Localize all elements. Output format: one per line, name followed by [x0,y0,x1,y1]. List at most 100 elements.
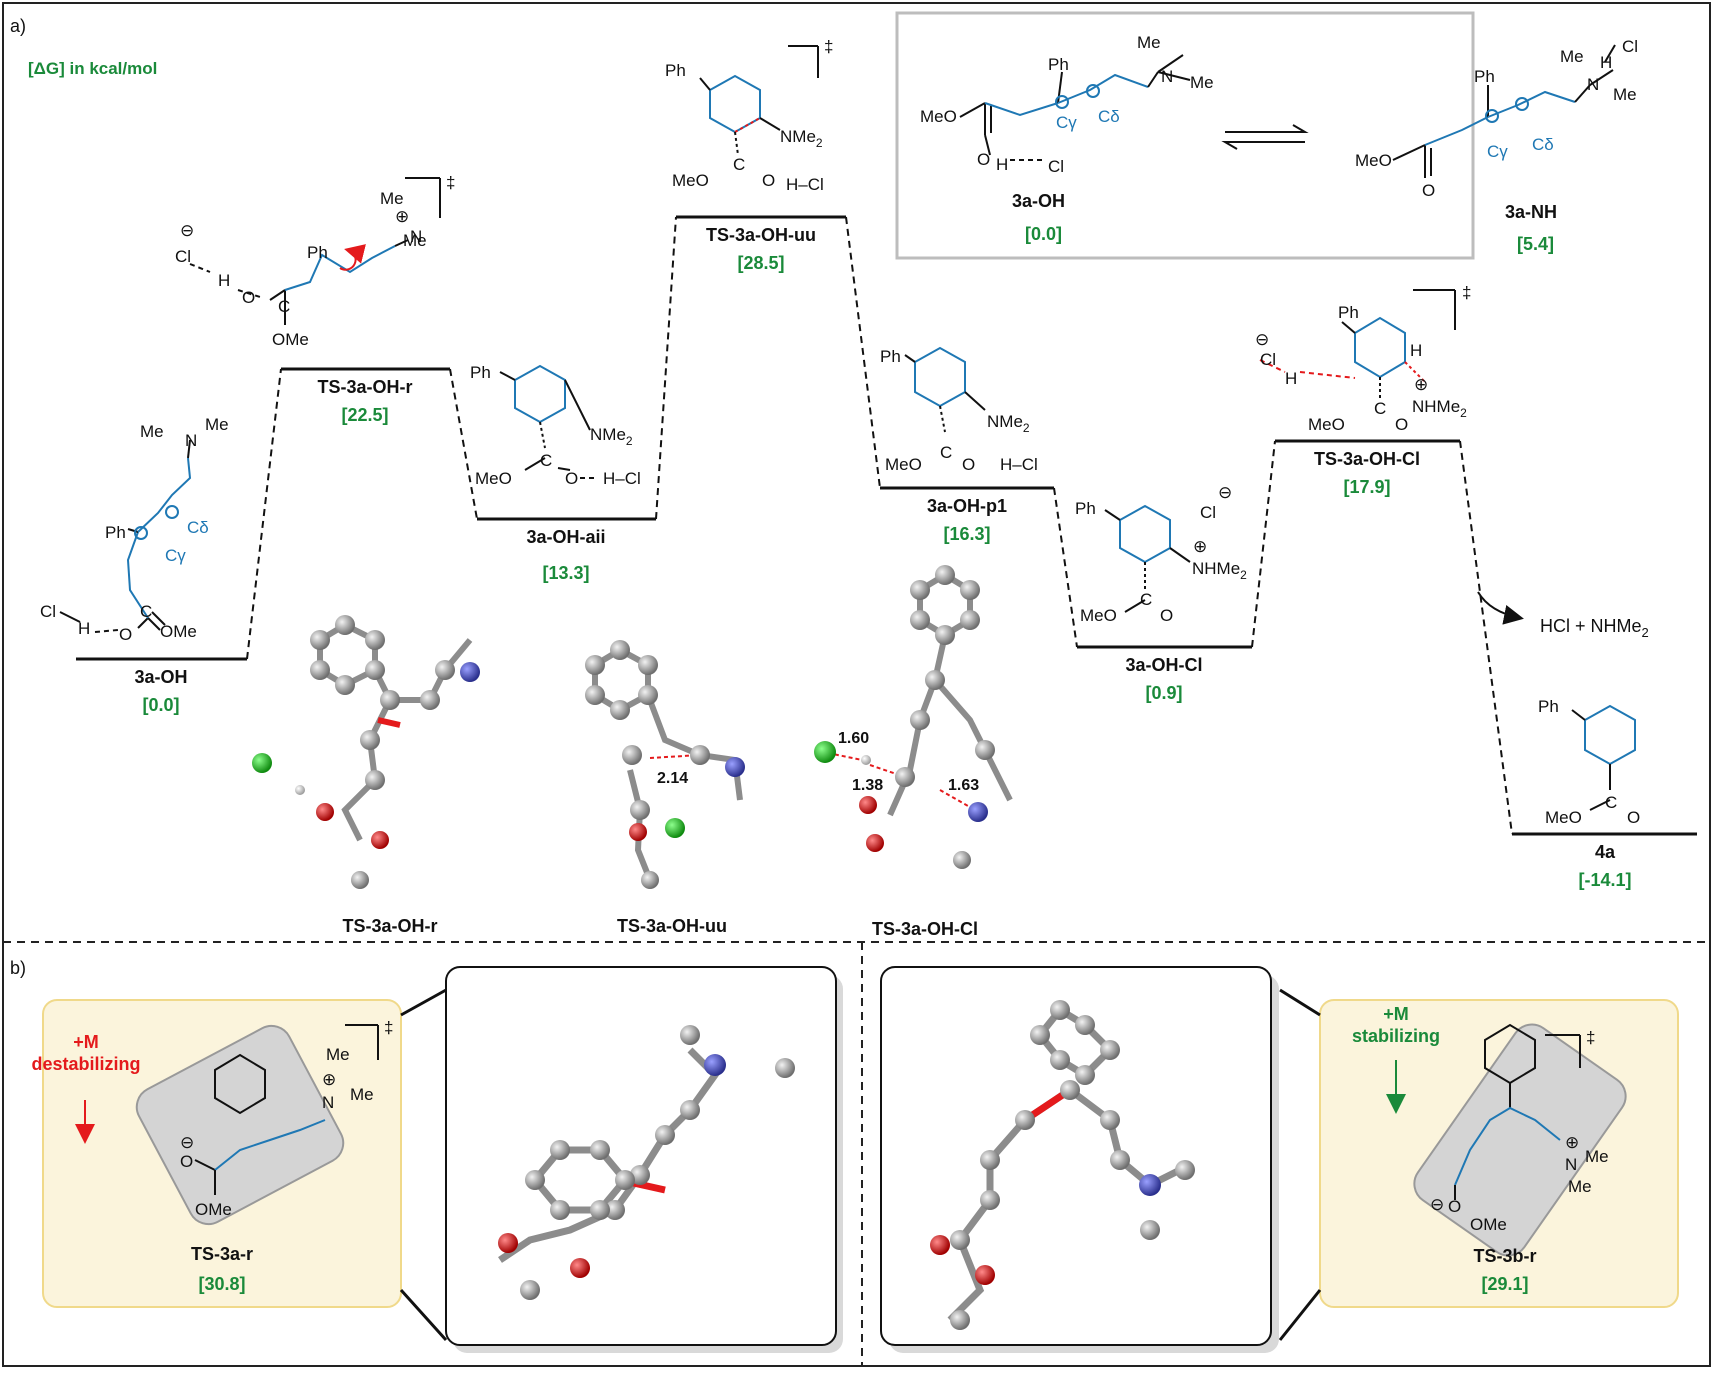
svg-text:3a-OH-Cl: 3a-OH-Cl [1125,655,1202,675]
svg-text:Ph: Ph [1338,303,1359,322]
equilibrium-box [895,11,1475,260]
box-left-name: 3a-OH [1012,191,1065,211]
svg-text:C: C [278,297,290,316]
equilibrium-arrows [1221,124,1309,150]
svg-text:4a: 4a [1595,842,1616,862]
byproduct-arrow [1477,591,1524,625]
svg-text:N: N [1587,75,1599,94]
svg-text:Me: Me [403,231,427,250]
labels-4a: Ph MeO C O [1538,697,1640,827]
structure-ts-3b-r: ⊖ O OMe ⊕ N Me Me ‡ +M stabilizing TS-3b… [1352,1004,1627,1294]
structure-3a-oh-aii [499,364,595,479]
svg-text:Cl: Cl [1200,503,1216,522]
label-nme2: NMe2 [590,425,633,448]
svg-text:MeO: MeO [920,107,957,126]
svg-text:[-14.1]: [-14.1] [1578,870,1631,890]
svg-text:⊖: ⊖ [1430,1195,1444,1214]
svg-text:Cγ: Cγ [1487,142,1508,161]
svg-text:‡: ‡ [1586,1028,1595,1047]
svg-text:Me: Me [1585,1147,1609,1166]
svg-text:‡: ‡ [446,173,455,192]
svg-text:Me: Me [1568,1177,1592,1196]
state-labels: 3a-OH [0.0] TS-3a-OH-r [22.5] 3a-OH-aii … [134,225,1631,890]
svg-text:MeO: MeO [1080,606,1117,625]
svg-text:[0.9]: [0.9] [1145,683,1182,703]
svg-text:Ph: Ph [1474,67,1495,86]
svg-text:[13.3]: [13.3] [542,563,589,583]
svg-text:H: H [1600,53,1612,72]
structure-3a-nh-box [1392,44,1616,178]
svg-text:⊕: ⊕ [322,1070,336,1089]
svg-text:Cl: Cl [40,602,56,621]
svg-text:[28.5]: [28.5] [737,253,784,273]
svg-text:Cγ: Cγ [165,546,186,565]
svg-text:O: O [1627,808,1640,827]
structure-3a-oh [59,439,192,633]
structure-3a-oh-box [959,54,1191,161]
svg-text:H: H [218,271,230,290]
svg-text:C: C [733,155,745,174]
labels-ts-3a-oh-r: ⊖ Cl H O C OMe Ph N Me Me ⊕ ‡ [175,173,455,349]
svg-text:Cl: Cl [175,247,191,266]
geometry-ts-3a-oh-r [252,615,480,889]
svg-text:H: H [996,155,1008,174]
svg-text:TS-3a-OH-r: TS-3a-OH-r [317,377,412,397]
svg-text:C: C [1374,399,1386,418]
svg-text:O: O [1422,181,1435,200]
svg-text:Cl: Cl [1622,37,1638,56]
svg-text:⊖: ⊖ [1218,483,1232,502]
svg-text:Ph: Ph [1538,697,1559,716]
byproduct-label: HCl + NHMe2 [1540,616,1649,640]
svg-text:H–Cl: H–Cl [786,175,824,194]
svg-text:⊕: ⊕ [395,207,409,226]
svg-text:Me: Me [1613,85,1637,104]
right-effect-top: +M [1383,1004,1409,1024]
svg-text:Cδ: Cδ [1532,135,1554,154]
labels-ts-3a-oh-cl: Ph ⊖ Cl H H ⊕ NHMe2 MeO C O ‡ [1255,283,1471,434]
labels-3a-nh-box: MeO O Ph Cγ Cδ N Me Me H Cl 3a-NH [5.4] [1355,37,1638,254]
svg-text:MeO: MeO [1355,151,1392,170]
svg-text:C: C [1140,590,1152,609]
structure-3a-oh-cl [1104,504,1191,613]
svg-text:O: O [1395,415,1408,434]
left-effect-top: +M [73,1032,99,1052]
svg-text:Ph: Ph [105,523,126,542]
box-right-value: [5.4] [1517,234,1554,254]
svg-text:Me: Me [205,415,229,434]
svg-text:Me: Me [350,1085,374,1104]
svg-text:Me: Me [1190,73,1214,92]
box-left-value: [0.0] [1025,224,1062,244]
svg-text:[17.9]: [17.9] [1343,477,1390,497]
distance-label: 1.63 [948,777,979,794]
svg-text:O: O [1448,1197,1461,1216]
svg-text:Ph: Ph [1048,55,1069,74]
right-ts-name: TS-3b-r [1474,1246,1537,1266]
svg-text:Cδ: Cδ [187,518,209,537]
label-nhme2: NHMe2 [1192,559,1247,582]
svg-text:Ph: Ph [665,61,686,80]
svg-text:OMe: OMe [160,622,197,641]
structure-ts-3a-r: ⊖ O OMe Me ⊕ N Me ‡ +M destabilizing TS-… [31,1018,393,1294]
svg-text:TS-3a-OH-Cl: TS-3a-OH-Cl [872,919,978,939]
svg-text:⊖: ⊖ [180,1133,194,1152]
svg-text:C: C [540,451,552,470]
svg-text:MeO: MeO [475,469,512,488]
svg-text:H–Cl: H–Cl [1000,455,1038,474]
svg-text:N: N [410,227,422,246]
units-note: [ΔG] in kcal/mol [28,59,157,78]
svg-text:MeO: MeO [672,171,709,190]
energy-levels [76,215,1697,836]
svg-text:‡: ‡ [384,1018,393,1037]
svg-text:‡: ‡ [1462,283,1471,302]
svg-text:H–Cl: H–Cl [603,469,641,488]
svg-text:⊕: ⊕ [1193,537,1207,556]
svg-text:TS-3a-OH-uu: TS-3a-OH-uu [706,225,816,245]
svg-text:Ph: Ph [1075,499,1096,518]
labels-ts-3a-oh-uu: Ph NMe2 MeO C O H–Cl ‡ [665,37,833,194]
svg-text:OMe: OMe [1470,1215,1507,1234]
svg-text:⊖: ⊖ [180,221,194,240]
svg-text:N: N [1161,67,1173,86]
svg-text:N: N [322,1093,334,1112]
svg-text:‡: ‡ [824,37,833,56]
